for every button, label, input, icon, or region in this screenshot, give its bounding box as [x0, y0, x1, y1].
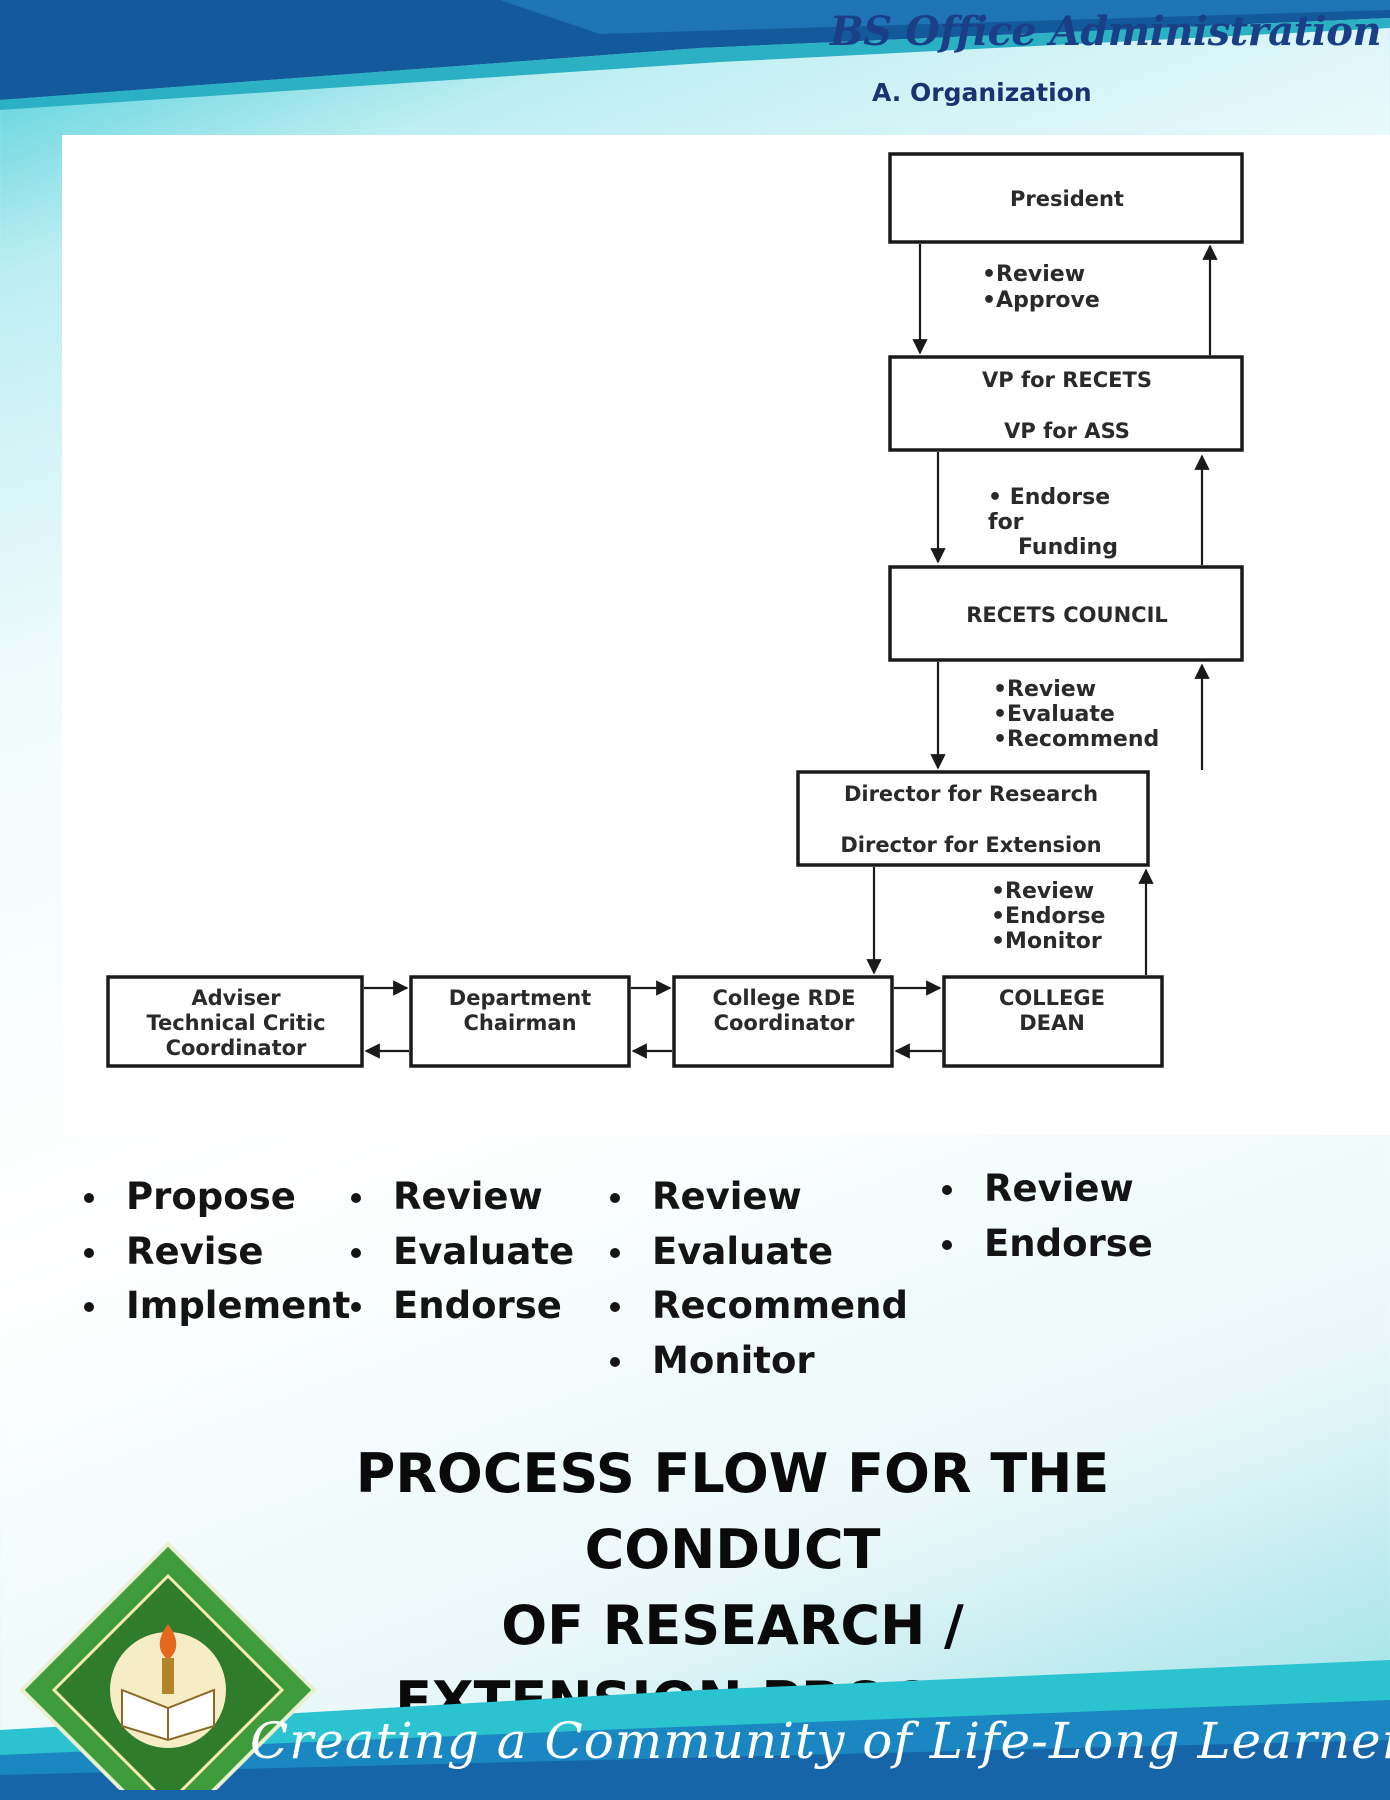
node-council-label: RECETS COUNCIL [966, 603, 1168, 627]
node-vp-label-2: VP for ASS [1004, 419, 1130, 443]
node-president [888, 152, 1244, 244]
list-item: Evaluate [606, 1225, 908, 1280]
node-dean-label-1: COLLEGE [999, 986, 1105, 1010]
node-director-label-2: Director for Extension [840, 833, 1101, 857]
action-president-vp-2: •Approve [982, 288, 1100, 313]
node-chairman-label-1: Department [449, 986, 591, 1010]
action-president-vp-1: •Review [982, 262, 1085, 287]
node-dean-label-2: DEAN [1019, 1011, 1085, 1035]
list-item: Endorse [938, 1217, 1153, 1272]
node-adviser-label-3: Coordinator [166, 1036, 307, 1060]
bottom-banner-graphic [0, 1660, 1390, 1800]
list-item: Monitor [606, 1334, 908, 1389]
top-banner-graphic [0, 0, 1390, 110]
action-council-director-1: •Review [993, 677, 1096, 702]
tagline: Creating a Community of Life-Long Learne… [250, 1712, 1390, 1770]
list-item: Evaluate [347, 1225, 574, 1280]
node-adviser-label-1: Adviser [191, 986, 281, 1010]
program-title: BS Office Administration [830, 8, 1382, 55]
list-item: Recommend [606, 1279, 908, 1334]
node-director [796, 770, 1150, 867]
list-item: Endorse [347, 1279, 574, 1334]
list-item: Review [347, 1170, 574, 1225]
title-line-2: OF RESEARCH / [501, 1594, 964, 1657]
node-rde-label-1: College RDE [712, 986, 855, 1010]
list-item: Review [938, 1162, 1153, 1217]
action-director-dean-1: •Review [991, 879, 1094, 904]
adviser-role-list: Propose Revise Implement [80, 1170, 350, 1334]
university-seal-logo [19, 1541, 317, 1790]
node-department-chairman [409, 975, 631, 1068]
node-college-dean [942, 975, 1164, 1068]
list-item: Propose [80, 1170, 350, 1225]
list-item: Revise [80, 1225, 350, 1280]
node-chairman-label-2: Chairman [463, 1011, 576, 1035]
dean-role-list: Review Endorse [938, 1162, 1153, 1271]
node-adviser [106, 975, 364, 1068]
node-vp-label-1: VP for RECETS [982, 368, 1152, 392]
rde-role-list: Review Evaluate Recommend Monitor [606, 1170, 908, 1388]
section-label: A. Organization [872, 78, 1092, 107]
action-council-director-3: •Recommend [993, 727, 1159, 752]
process-flow-diagram: President VP for RECETS VP for ASS RECET… [106, 152, 1244, 1068]
action-director-dean-2: •Endorse [991, 904, 1105, 929]
list-item: Implement [80, 1279, 350, 1334]
node-president-label: President [1010, 187, 1124, 211]
list-item: Review [606, 1170, 908, 1225]
node-adviser-label-2: Technical Critic [146, 1011, 325, 1035]
title-line-1: PROCESS FLOW FOR THE CONDUCT [355, 1442, 1110, 1581]
node-vp [888, 355, 1244, 452]
action-vp-council-1: • Endorse [988, 485, 1110, 510]
action-vp-council-3: Funding [1018, 535, 1118, 560]
chairman-role-list: Review Evaluate Endorse [347, 1170, 574, 1334]
action-vp-council-2: for [988, 510, 1024, 535]
action-council-director-2: •Evaluate [993, 702, 1115, 727]
node-director-label-1: Director for Research [844, 782, 1098, 806]
node-rde-label-2: Coordinator [714, 1011, 855, 1035]
node-college-rde [672, 975, 894, 1068]
action-director-dean-3: •Monitor [991, 929, 1102, 954]
node-recets-council [888, 565, 1244, 662]
